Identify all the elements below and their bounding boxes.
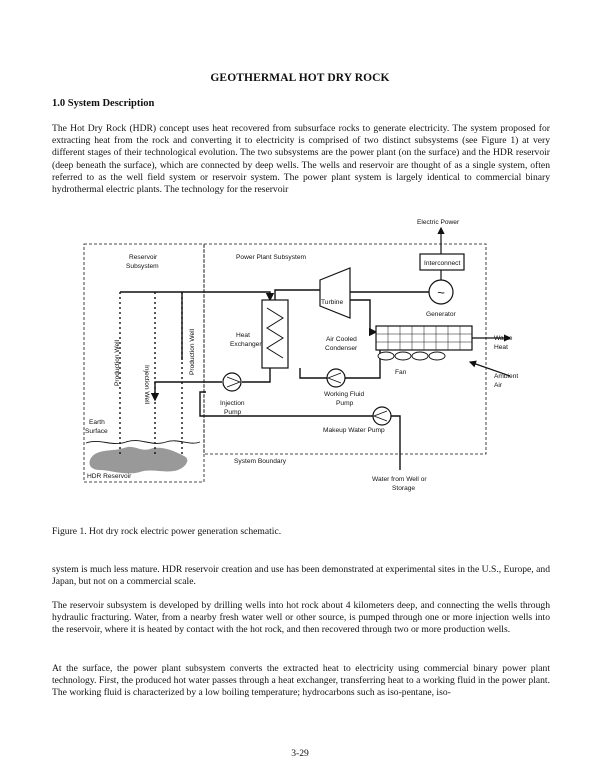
turbine-exhaust-pipe — [350, 299, 378, 337]
pump-discharge-pipe — [299, 368, 327, 379]
label-power-plant-subsystem: Power Plant Subsystem — [236, 254, 307, 261]
document-title: GEOTHERMAL HOT DRY ROCK — [210, 72, 390, 84]
working-fluid-pump — [326, 368, 346, 388]
vapor-pipe — [274, 289, 320, 300]
label-injection-well: Injection Well — [143, 365, 150, 405]
label-reservoir-subsystem-2: Subsystem — [126, 263, 159, 270]
label-injection-pump-2: Pump — [224, 409, 242, 416]
label-reservoir-subsystem-1: Reservoir — [129, 254, 158, 261]
heat-exchanger — [261, 299, 289, 369]
section-heading: 1.0 System Description — [52, 98, 155, 109]
label-injection-pump-1: Injection — [220, 400, 245, 407]
hdr-reservoir-shape — [89, 446, 188, 474]
paragraph-reservoir-maturity: system is much less mature. HDR reservoi… — [52, 564, 550, 588]
paragraph-reservoir-subsystem: The reservoir subsystem is developed by … — [52, 600, 550, 636]
label-interconnect: Interconnect — [424, 260, 460, 267]
label-system-boundary: System Boundary — [234, 458, 287, 465]
cooled-water-pipe — [242, 368, 271, 383]
label-waste-heat-1: Waste — [494, 335, 513, 342]
label-air-cooled-condenser-1: Air Cooled — [326, 336, 357, 343]
working-fluid-pump-symbol — [326, 372, 342, 384]
generator-symbol: ~ — [437, 285, 445, 300]
heat-exchanger-coil — [266, 307, 284, 359]
label-air-cooled-condenser-2: Condenser — [325, 345, 358, 352]
fan-group — [377, 351, 446, 361]
label-ambient-air-2: Air — [494, 382, 503, 389]
label-working-fluid-pump-2: Pump — [336, 400, 354, 407]
ambient-air-arrow — [468, 360, 511, 377]
label-heat-exchanger-1: Heat — [236, 332, 250, 339]
makeup-water-pump — [372, 406, 392, 426]
turbine — [319, 267, 351, 319]
label-earth-surface-2: Surface — [85, 428, 108, 435]
paragraph-intro: The Hot Dry Rock (HDR) concept uses heat… — [52, 123, 550, 196]
interconnect-box — [419, 253, 465, 271]
label-makeup-water-pump: Makeup Water Pump — [323, 427, 385, 434]
label-heat-exchanger-2: Exchanger — [230, 341, 262, 348]
injection-pipe — [150, 381, 222, 402]
injection-pump — [222, 372, 242, 392]
earth-surface-line — [85, 440, 201, 445]
power-plant-subsystem-boundary — [203, 243, 487, 455]
makeup-water-pump-symbol — [372, 410, 388, 422]
label-electric-power: Electric Power — [417, 219, 460, 226]
label-working-fluid-pump-1: Working Fluid — [324, 391, 365, 398]
label-turbine: Turbine — [321, 299, 343, 306]
reservoir-subsystem-boundary — [83, 243, 205, 483]
page-number: 3-29 — [291, 748, 309, 759]
figure-caption: Figure 1. Hot dry rock electric power ge… — [52, 526, 282, 537]
label-waste-heat-2: Heat — [494, 344, 508, 351]
label-generator: Generator — [426, 311, 456, 318]
condenser-grid — [376, 326, 472, 350]
paragraph-power-plant: At the surface, the power plant subsyste… — [52, 663, 550, 699]
label-production-well-right: Production Well — [189, 328, 196, 375]
makeup-supply-pipe — [391, 415, 401, 470]
hot-water-pipe — [120, 291, 275, 302]
label-earth-surface-1: Earth — [89, 419, 105, 426]
label-water-source-1: Water from Well or — [372, 476, 427, 483]
label-fan: Fan — [395, 369, 407, 376]
makeup-feed-pipe — [199, 391, 373, 417]
label-ambient-air-1: Ambient — [494, 373, 518, 380]
label-water-source-2: Storage — [392, 485, 415, 492]
label-production-well-left: Production Well — [114, 339, 121, 386]
injection-pump-symbol — [226, 376, 242, 388]
label-hdr-reservoir: HDR Reservoir — [87, 473, 132, 480]
